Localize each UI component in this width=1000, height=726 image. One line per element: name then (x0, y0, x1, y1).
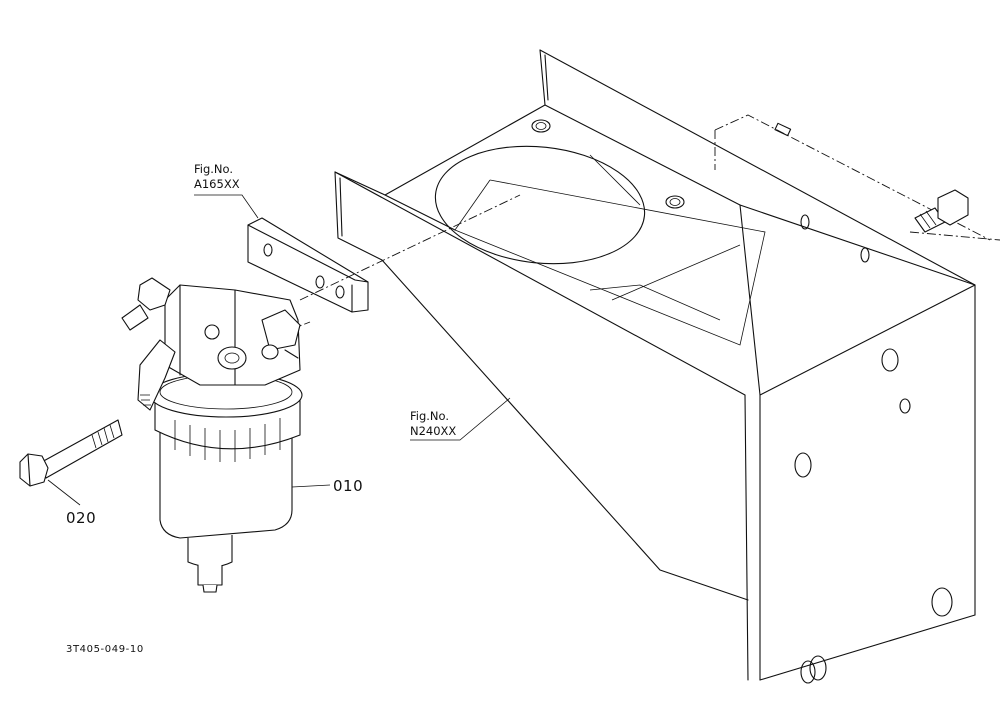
drawing-code: 3T405-049-10 (66, 644, 144, 655)
hex-bolt-right (914, 189, 969, 233)
leader-010 (291, 484, 331, 488)
fig-ref-a-line1: Fig.No. (194, 162, 233, 176)
spacer-plate (247, 217, 369, 313)
callout-010: 010 (333, 477, 363, 495)
leader-020 (47, 479, 81, 506)
fig-ref-b-line1: Fig.No. (410, 409, 449, 423)
fuel-filter (121, 277, 303, 593)
alignment-line-1 (299, 194, 521, 301)
leader-a165xx (194, 194, 259, 219)
leader-n240xx (410, 397, 511, 441)
frame-bracket (334, 49, 991, 684)
callout-020: 020 (66, 509, 96, 527)
alignment-line-3 (909, 231, 1000, 241)
fig-ref-b-line2: N240XX (410, 424, 456, 438)
mounting-bolt (19, 419, 123, 487)
fig-ref-a-line2: A165XX (194, 177, 240, 191)
